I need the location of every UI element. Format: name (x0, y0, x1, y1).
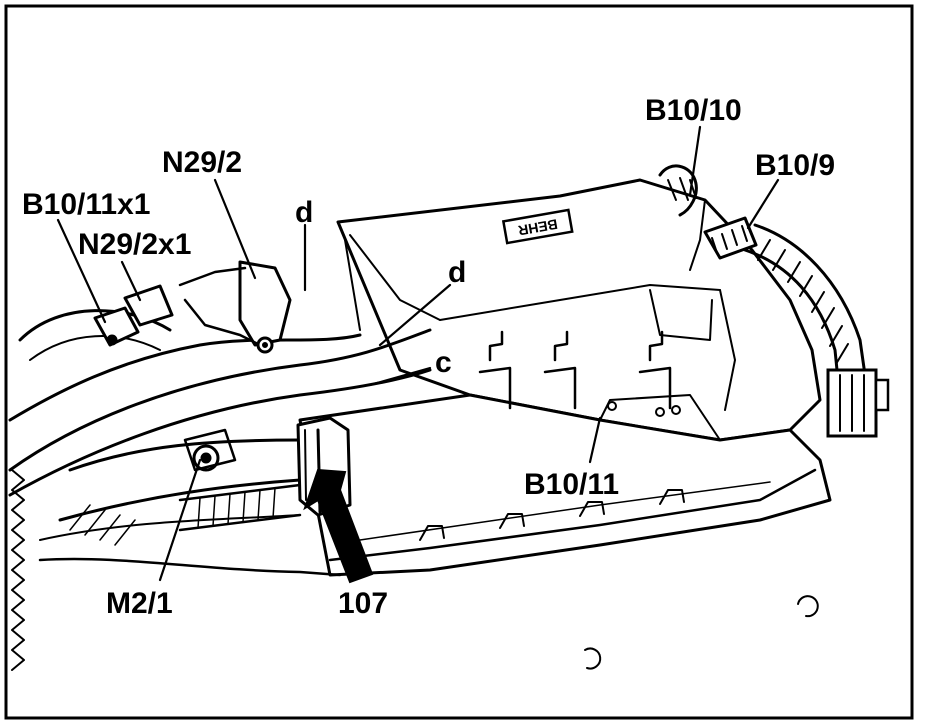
right-harness (743, 223, 890, 438)
label-d-right: d (448, 256, 466, 289)
n29-2-component (178, 260, 292, 354)
mark-circle-1 (797, 595, 819, 618)
climate-housing (298, 178, 832, 577)
label-b10-10: B10/10 (645, 94, 742, 127)
label-b10-11x1: B10/11x1 (22, 188, 150, 221)
label-107: 107 (338, 587, 388, 620)
b10-9-connector (703, 216, 758, 260)
label-d-upper: d (295, 196, 313, 229)
brand-plate: BEHR (501, 208, 574, 245)
b10-11x1-connector (93, 284, 174, 347)
label-m2-1: M2/1 (106, 587, 173, 620)
blower-motor-resistor (183, 428, 237, 472)
diagram-frame (4, 4, 914, 720)
wiring-harness (8, 309, 432, 671)
label-n29-2: N29/2 (162, 146, 242, 179)
label-b10-11: B10/11 (524, 468, 619, 501)
brand-plate-text: BEHR (517, 216, 559, 239)
mark-circle-2 (584, 647, 602, 670)
label-c: c (435, 346, 452, 379)
leader-lines (56, 125, 780, 582)
label-n29-2x1: N29/2x1 (78, 228, 191, 261)
arrow-107 (303, 468, 374, 584)
label-b10-9: B10/9 (755, 149, 835, 182)
